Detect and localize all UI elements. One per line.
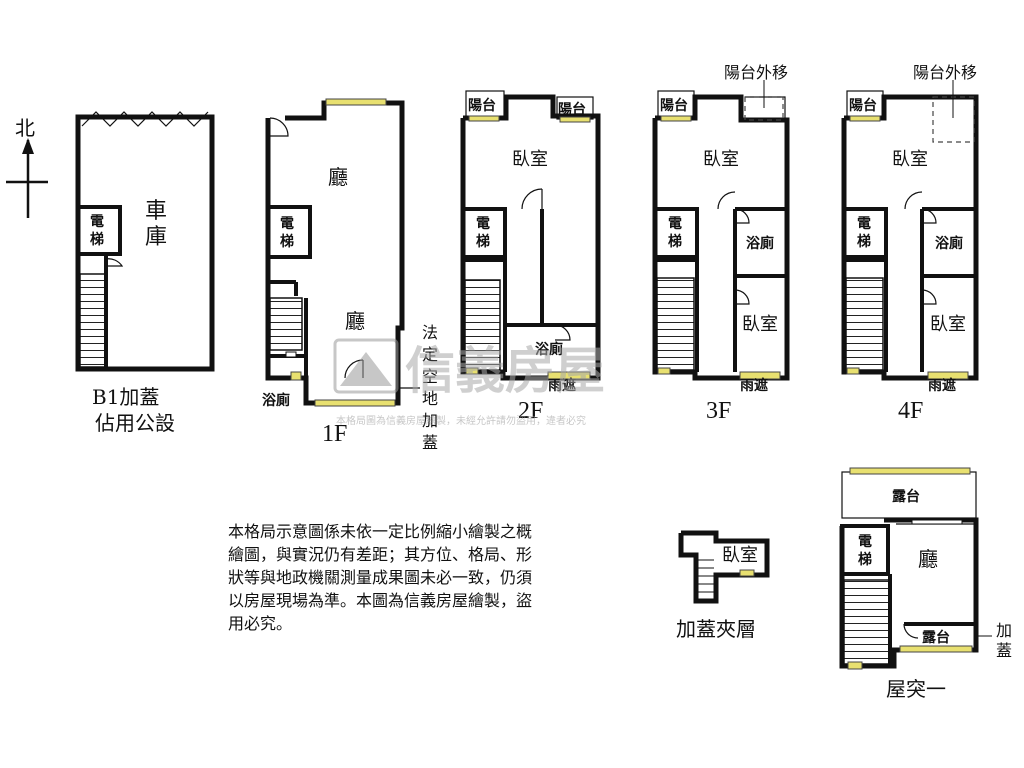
2f-bedroom: 臥室 <box>512 149 548 170</box>
roof-side-note: 加蓋 <box>996 621 1012 660</box>
door-icon <box>105 258 124 267</box>
window-icon <box>325 98 387 106</box>
window-icon <box>547 371 591 380</box>
mezzanine-label: 加蓋夾層 <box>676 617 756 641</box>
4f-bath: 浴廁 <box>935 235 963 252</box>
floor-1f: 廳 廳 電梯 浴廁 法定空地加蓋 1F <box>262 98 438 452</box>
3f-bath: 浴廁 <box>746 235 774 252</box>
door-icon <box>734 289 750 305</box>
2f-balcony-right: 陽台 <box>558 101 586 118</box>
floor-3f: 陽台 陽台外移 臥室 電梯 浴廁 臥室 雨遮 3F <box>652 63 790 424</box>
window-icon <box>660 115 692 122</box>
b1-floor-label-2: 佔用公設 <box>95 411 175 435</box>
garage-door-icon <box>81 111 209 127</box>
disclaimer-line: 本格局示意圖係未依一定比例縮小繪製之概 <box>228 522 532 541</box>
1f-floor-label: 1F <box>322 421 347 447</box>
door-icon <box>269 117 289 137</box>
4f-canopy: 雨遮 <box>928 377 956 394</box>
window-icon <box>927 371 969 380</box>
stairs-icon <box>269 297 303 351</box>
3f-canopy: 雨遮 <box>740 377 768 394</box>
floor-mezzanine: 臥室 加蓋夾層 <box>676 530 770 641</box>
floor-4f: 陽台 陽台外移 臥室 電梯 浴廁 臥室 雨遮 4F <box>841 63 979 424</box>
door-icon <box>921 289 937 305</box>
3f-floor-label: 3F <box>706 398 731 424</box>
door-icon <box>734 208 750 224</box>
2f-bath: 浴廁 <box>535 341 563 358</box>
door-icon <box>521 188 543 210</box>
1f-side-note: 法定空地加蓋 <box>422 323 438 452</box>
b1-floor-label-1: B1加蓋 <box>92 385 159 409</box>
floor-roof: 露台 廳 電梯 露台 加蓋 屋突一 <box>839 467 1012 701</box>
b1-elevator-label: 電梯 <box>90 213 104 248</box>
window-icon <box>314 399 396 407</box>
4f-balcony-moved: 陽台外移 <box>913 63 977 82</box>
1f-hall-top: 廳 <box>328 165 348 189</box>
watermark-brand: 信義房屋 <box>405 342 605 400</box>
floor-b1: 車庫 電梯 B1加蓋 佔用公設 <box>75 111 215 435</box>
door-icon <box>554 324 571 341</box>
roof-label: 屋突一 <box>886 677 946 701</box>
window-icon <box>290 371 302 381</box>
watermark-fine-print: 本格局圖為信義房屋繪製，未經允許請勿盜用，違者必究 <box>336 414 586 427</box>
stairs-icon <box>656 277 695 371</box>
4f-bedroom-top: 臥室 <box>892 149 928 170</box>
2f-balcony-left: 陽台 <box>468 97 496 114</box>
2f-elevator-label: 電梯 <box>476 215 490 250</box>
b1-garage-label-1: 車庫 <box>145 199 167 250</box>
3f-bedroom-right: 臥室 <box>742 314 778 335</box>
roof-elevator-label: 電梯 <box>858 533 872 568</box>
window-icon <box>559 116 591 123</box>
window-icon <box>849 467 971 475</box>
window-icon <box>657 367 671 375</box>
4f-elevator-label: 電梯 <box>857 215 871 250</box>
window-icon <box>468 115 500 122</box>
stairs-icon <box>464 279 501 371</box>
roof-terrace-bottom: 露台 <box>922 629 950 646</box>
4f-bedroom-right: 臥室 <box>930 314 966 335</box>
disclaimer-line: 狀等與地政機關測量成果圖未必一致，仍須 <box>228 568 532 587</box>
window-icon <box>739 569 755 577</box>
disclaimer-line: 繪圖，與實況仍有差距；其方位、格局、形 <box>228 545 532 564</box>
disclaimer: 本格局示意圖係未依一定比例縮小繪製之概 繪圖，與實況仍有差距；其方位、格局、形 … <box>228 522 532 633</box>
door-icon <box>904 191 923 210</box>
window-icon <box>849 115 881 122</box>
1f-hall-bottom: 廳 <box>345 309 365 333</box>
stairs-icon <box>843 579 891 665</box>
door-icon <box>717 191 736 210</box>
4f-floor-label: 4F <box>898 398 923 424</box>
door-icon <box>921 208 937 224</box>
roof-terrace-top: 露台 <box>892 488 920 505</box>
3f-balcony: 陽台 <box>660 97 688 114</box>
compass-north-label: 北 <box>15 116 35 140</box>
4f-balcony: 陽台 <box>849 97 877 114</box>
disclaimer-line: 以房屋現場為準。本圖為信義房屋繪製，盜 <box>228 591 532 610</box>
3f-elevator-label: 電梯 <box>668 215 682 250</box>
floor-2f: 陽台 陽台 臥室 電梯 浴廁 雨遮 2F <box>460 90 601 424</box>
window-icon <box>846 367 860 375</box>
north-compass: 北 <box>6 116 48 218</box>
window-icon <box>847 661 863 670</box>
watermark: 信義房屋 本格局圖為信義房屋繪製，未經允許請勿盜用，違者必究 <box>333 338 605 427</box>
north-arrow-icon <box>22 138 34 154</box>
brand-logo-icon <box>333 338 399 394</box>
stairs-icon <box>845 277 884 371</box>
1f-elevator-label: 電梯 <box>280 215 294 250</box>
window-icon <box>465 367 479 375</box>
window-icon <box>899 645 973 653</box>
2f-floor-label: 2F <box>518 398 543 424</box>
3f-bedroom-top: 臥室 <box>703 149 739 170</box>
stairs-icon <box>79 273 107 368</box>
2f-canopy: 雨遮 <box>548 377 576 394</box>
roof-hall: 廳 <box>918 547 938 571</box>
door-icon <box>903 623 919 639</box>
mezzanine-bedroom: 臥室 <box>722 545 758 566</box>
disclaimer-line: 用必究。 <box>228 614 292 633</box>
window-icon <box>739 371 781 380</box>
1f-bath-label: 浴廁 <box>262 392 290 409</box>
3f-balcony-moved: 陽台外移 <box>724 63 788 82</box>
